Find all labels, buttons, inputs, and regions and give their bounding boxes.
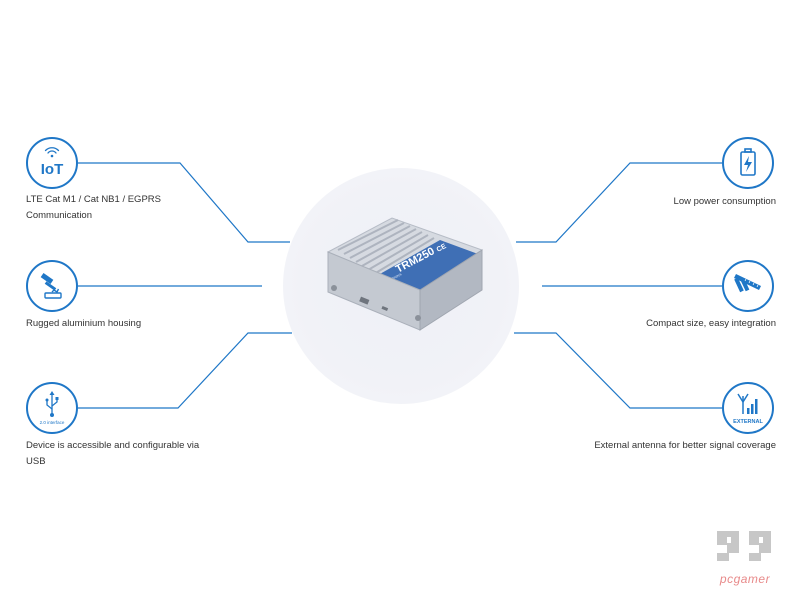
usb-icon: 2.0 interface bbox=[26, 382, 78, 434]
hammer-icon bbox=[26, 260, 78, 312]
connector-power bbox=[516, 162, 722, 243]
watermark-text: pcgamer bbox=[719, 572, 771, 586]
feature-label-power: Low power consumption bbox=[673, 196, 776, 207]
feature-label-antenna: External antenna for better signal cover… bbox=[594, 440, 776, 451]
device-cert-mark: CE bbox=[436, 243, 448, 254]
connector-iot bbox=[78, 162, 290, 243]
antenna-badge-text: EXTERNAL bbox=[733, 419, 763, 425]
usb-badge-text: 2.0 interface bbox=[40, 420, 65, 425]
iot-badge-text: IoT bbox=[41, 161, 64, 178]
caliper-icon bbox=[722, 260, 774, 312]
connector-usb bbox=[78, 332, 292, 409]
connector-antenna bbox=[514, 332, 722, 409]
router-device: TRM250 CE TELTONIKA bbox=[322, 210, 492, 355]
battery-icon bbox=[722, 137, 774, 189]
feature-label-housing: Rugged aluminium housing bbox=[26, 318, 142, 329]
feature-label-iot: LTE Cat M1 / Cat NB1 / EGPRS Communicati… bbox=[26, 194, 161, 221]
iot-icon: IoT bbox=[26, 137, 78, 189]
antenna-icon: EXTERNAL bbox=[722, 382, 774, 434]
pcgamer-watermark: pcgamer bbox=[710, 527, 780, 586]
pcgamer-logo bbox=[717, 531, 771, 561]
feature-label-size: Compact size, easy integration bbox=[646, 318, 776, 329]
feature-label-usb: Device is accessible and configurable vi… bbox=[26, 440, 200, 467]
